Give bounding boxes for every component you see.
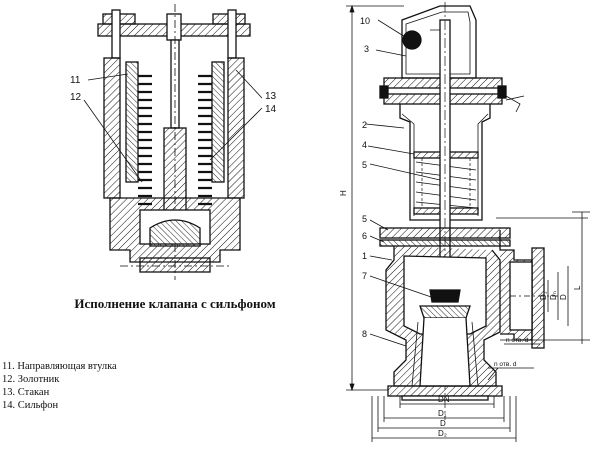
callout-2: 2 [362, 120, 367, 130]
dim-bottom-dn: DN [438, 395, 450, 404]
legend-item: 12. Золотник [2, 374, 60, 385]
right-callout-labels: 10 3 2 4 5 5 6 1 7 8 [360, 16, 370, 339]
dim-side-l: L [573, 285, 582, 290]
dim-hole-2: n отв. d [494, 361, 517, 368]
dimension-lines [346, 4, 590, 442]
callout-3: 3 [364, 44, 369, 54]
callout-7: 7 [362, 271, 367, 281]
dim-hole-1: n отв. d [506, 337, 529, 344]
callout-14: 14 [265, 104, 277, 115]
bellows-section-view [83, 4, 263, 280]
parts-legend: 11. Направляющая втулка 12. Золотник 13.… [2, 360, 117, 412]
callout-1: 1 [362, 251, 367, 261]
figure-caption: Исполнение клапана с сильфоном [74, 296, 276, 311]
callout-5b: 5 [362, 214, 367, 224]
dim-bottom-d: D [440, 419, 446, 428]
dim-bottom-d1: D₁ [438, 409, 447, 418]
legend-item: 14. Сильфон [2, 400, 59, 411]
callout-4: 4 [362, 140, 367, 150]
callout-13: 13 [265, 91, 277, 102]
callout-10: 10 [360, 16, 370, 26]
callout-8: 8 [362, 329, 367, 339]
dimension-labels: H D₁ Dₙ D L DN D₁ D D₂ n отв. d n отв. d [339, 190, 582, 438]
legend-item: 11. Направляющая втулка [2, 361, 117, 372]
dim-bottom-d2: D₂ [438, 429, 447, 438]
dim-height: H [339, 190, 348, 196]
callout-5a: 5 [362, 160, 367, 170]
left-callout-labels: 11 12 13 14 [70, 75, 277, 115]
dim-side-d: D [559, 294, 568, 300]
legend-item: 13. Стакан [2, 387, 50, 398]
callout-11: 11 [70, 75, 81, 86]
callout-12: 12 [70, 92, 82, 103]
valve-assembly-view [365, 2, 560, 420]
dim-side-d1: D₁ [539, 291, 548, 300]
dim-side-dn: Dₙ [549, 291, 558, 300]
callout-6: 6 [362, 231, 367, 241]
